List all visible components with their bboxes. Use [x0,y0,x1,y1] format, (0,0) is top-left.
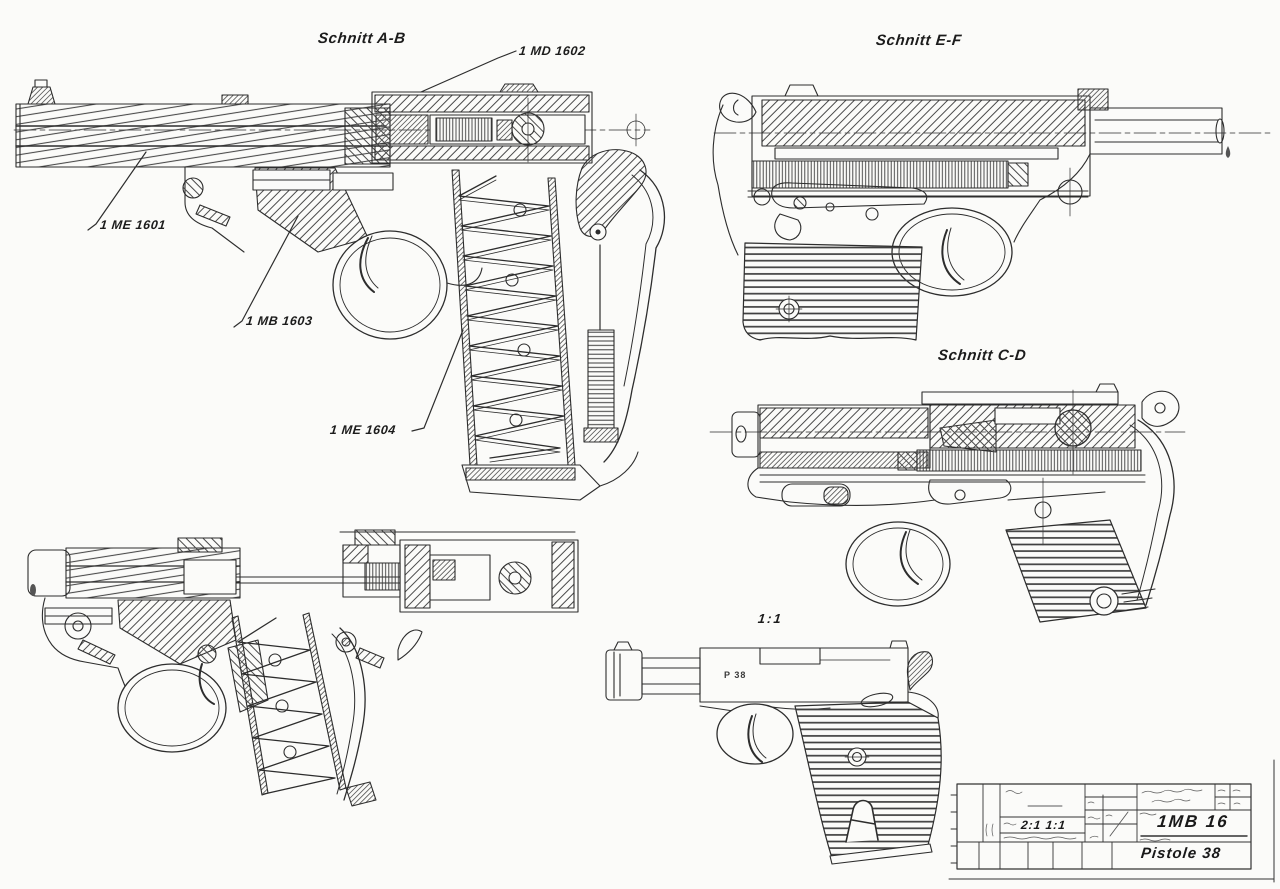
barrel [15,103,391,168]
trigger [941,229,961,285]
backstrap [339,627,366,801]
barrel [641,657,701,695]
trigger [747,715,763,763]
trigger-guard [716,703,794,765]
part-label-1md1602: 1 MD 1602 [518,44,587,58]
slide [371,91,593,164]
rear-sight [1095,383,1119,393]
leader-1602 [420,50,517,93]
section-label-ef: Schnitt E-F [875,32,963,49]
grip-panel [742,242,923,341]
section-label-cd: Schnitt C-D [937,347,1028,364]
slide-stamp-p38: P 38 [724,670,747,680]
takedown-lever [781,483,851,507]
lanyard-ring [1089,586,1119,616]
front-sight [613,641,633,651]
barrel [1089,107,1223,155]
hammer-pivot [335,631,357,653]
view-schnitt-ab [13,79,666,501]
front-sight [27,86,56,105]
rear-sight [889,640,909,649]
frame [1013,153,1091,243]
illegible-handwriting [985,788,1241,842]
hammer [906,651,934,691]
title-block-drawing-number: 1MB 16 [1156,812,1230,831]
title-block-title: Pistole 38 [1140,845,1222,862]
magazine-rear-wall [547,177,576,466]
magazine-spring [237,617,336,795]
leader-lines [87,50,517,432]
ejection-port [759,647,821,665]
grip-panel [1005,519,1147,623]
backstrap [712,104,739,256]
trigger [359,237,375,293]
backstrap [603,169,666,463]
recoil-spring [751,160,1009,189]
section-label-ab: Schnitt A-B [317,30,407,47]
muzzle [1215,118,1225,144]
leader-1601 [87,151,147,231]
part-label-1mb1603: 1 MB 1603 [245,314,314,328]
trigger [198,663,215,705]
magazine-front-wall [451,169,478,466]
view-schnitt-ef [712,84,1273,341]
view-full-pistol-1to1 [605,640,942,865]
recoil-spring [435,117,493,142]
slide-top [921,391,1119,405]
trigger-guard [117,663,227,753]
magazine-spring [458,175,565,459]
frame [184,166,245,253]
slide-assembly [399,539,579,613]
view-schnitt-cd [709,383,1186,623]
leader-1603 [233,215,299,328]
part-label-1me1601: 1 ME 1601 [99,218,167,232]
hammer-spur [719,92,757,123]
grip-butt [461,464,601,501]
hammer-spur [1141,390,1180,427]
frame [747,467,791,503]
magazine-base [829,843,933,865]
trigger-guard [332,230,448,340]
blank-label-box [183,559,237,595]
hammer [575,149,647,238]
backstrap [1137,419,1175,606]
trigger-guard [845,521,951,607]
title-block-lines [948,759,1275,883]
rear-sight [784,84,819,97]
muzzle-cap [605,649,643,701]
hammer-spur [397,629,423,661]
takedown-lever [771,182,928,209]
front-sight [1077,88,1109,111]
magazine-rear-wall [302,612,347,791]
beavertail [907,691,939,719]
title-block-scale: 2:1 1:1 [1020,818,1067,832]
leader-1604 [411,329,464,432]
scale-label-1to1: 1:1 [757,611,784,626]
recoil-spring [916,449,1142,472]
part-label-1me1604: 1 ME 1604 [329,423,397,437]
trigger [899,531,919,585]
view-frame-section [27,529,579,807]
hammer-spring [587,329,615,429]
